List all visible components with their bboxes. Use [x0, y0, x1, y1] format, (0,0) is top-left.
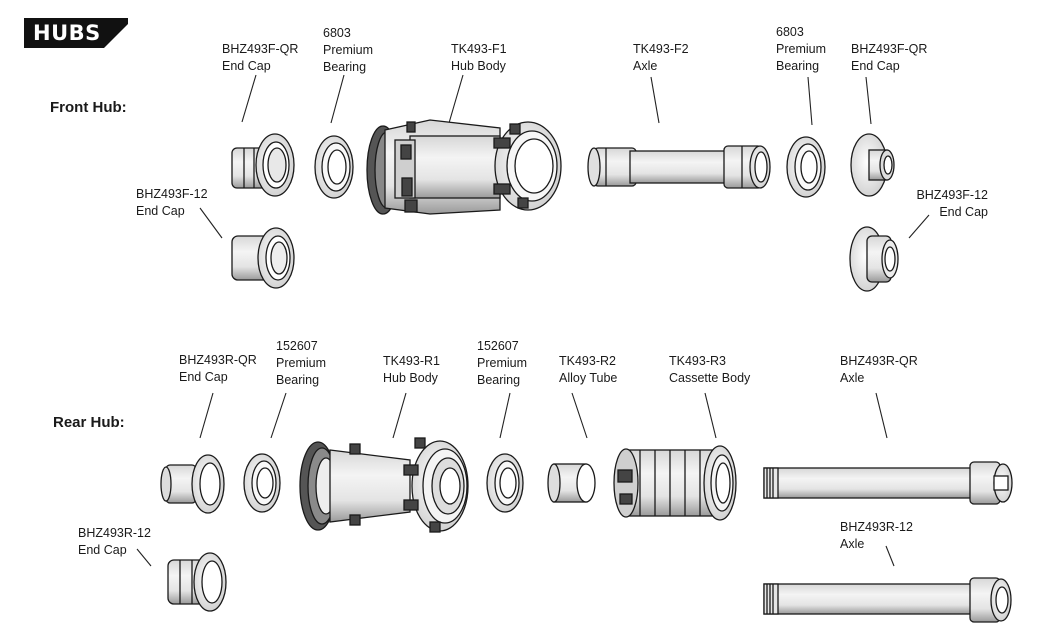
- leader-line: [885, 545, 895, 567]
- leader-line: [807, 76, 813, 126]
- rear-qr-endcap: [160, 454, 225, 514]
- leader-line: [650, 76, 660, 124]
- leader-line: [499, 392, 511, 439]
- front-left-12-endcap: [231, 227, 295, 289]
- front-right-qr-endcap: [850, 133, 895, 197]
- front-left-bearing: [314, 135, 354, 199]
- front-right-12-endcap: [849, 226, 899, 292]
- leader-line: [199, 207, 223, 239]
- leader-line: [199, 392, 214, 439]
- rear-hub-body: [299, 437, 469, 533]
- rear-right-bearing: [486, 453, 524, 513]
- rear-alloy-tube: [547, 463, 596, 503]
- leader-line: [330, 74, 345, 124]
- front-right-bearing: [786, 136, 826, 198]
- front-hub-title: Front Hub:: [50, 99, 127, 116]
- rear-12-axle: [763, 577, 1012, 623]
- leader-line: [241, 74, 257, 123]
- front-axle: [587, 145, 771, 189]
- rear-left-bearing: [243, 453, 281, 513]
- front-hub-body: [366, 119, 562, 215]
- leader-line: [270, 392, 287, 439]
- leader-line: [392, 392, 407, 439]
- rear-qr-axle: [763, 461, 1013, 505]
- leader-line: [865, 76, 872, 125]
- badge-shape: [24, 18, 128, 48]
- leader-line: [136, 548, 152, 567]
- leader-line: [571, 392, 588, 439]
- rear-hub-title: Rear Hub:: [53, 414, 125, 431]
- hubs-header-badge: HUBS: [24, 18, 128, 48]
- leader-line: [704, 392, 717, 439]
- leader-line: [908, 214, 930, 239]
- front-left-qr-endcap: [231, 133, 295, 197]
- rear-12-endcap: [167, 552, 227, 612]
- leader-line: [448, 74, 464, 124]
- badge-text: HUBS: [33, 21, 101, 45]
- rear-cassette-body: [613, 445, 737, 521]
- leader-line: [875, 392, 888, 439]
